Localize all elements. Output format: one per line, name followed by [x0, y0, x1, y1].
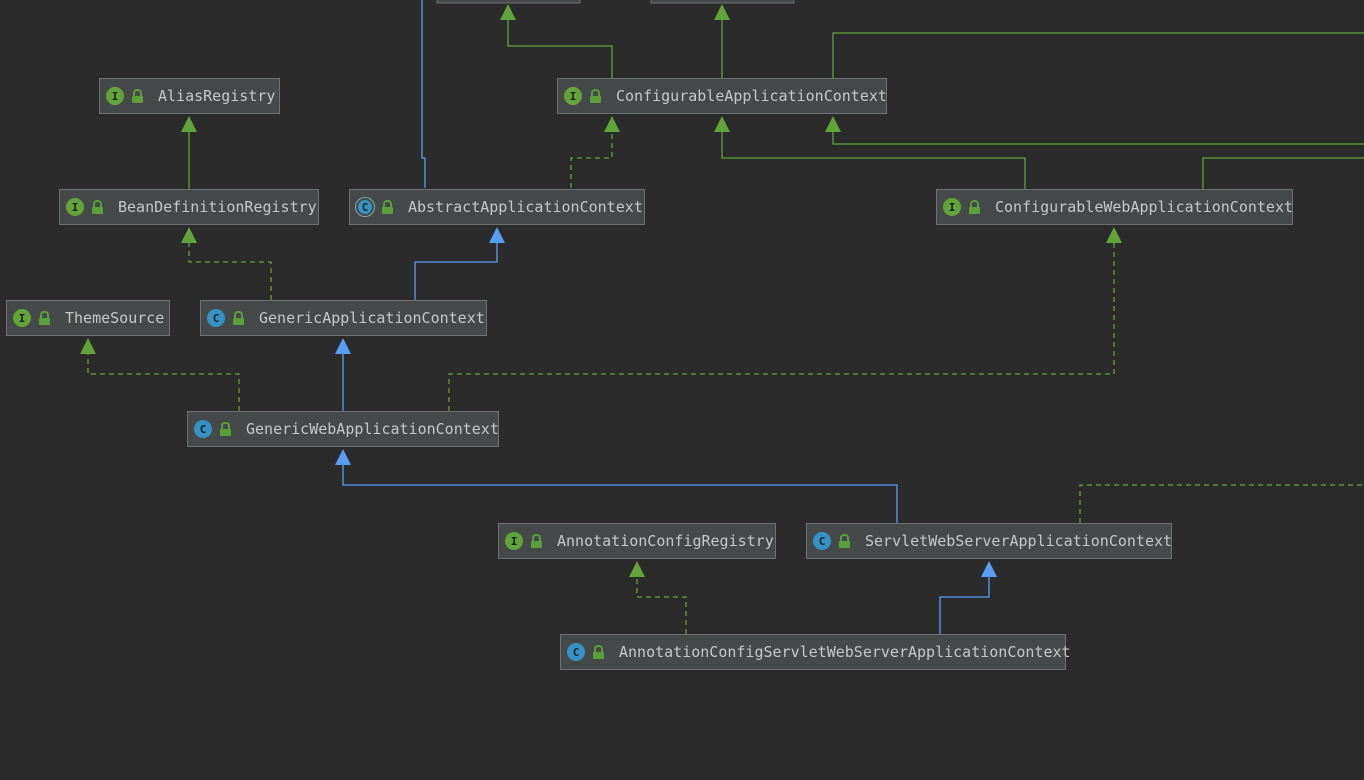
arrowhead [981, 561, 997, 577]
arrowhead [629, 561, 645, 577]
arrowhead [500, 4, 516, 20]
node-label: AliasRegistry [158, 87, 276, 105]
node-label: AnnotationConfigRegistry [557, 532, 774, 550]
node-abstract-application-context[interactable]: C AbstractApplicationContext [349, 189, 645, 225]
node-label: ThemeSource [65, 309, 165, 327]
node-configurable-application-context[interactable]: I ConfigurableApplicationContext [557, 78, 887, 114]
lock-icon [839, 534, 851, 548]
edge-annotservlet-to-servlet [939, 575, 990, 634]
arrowhead [181, 227, 197, 243]
edge-offscreen-to-configurable [832, 130, 1364, 145]
node-theme-source[interactable]: I ThemeSource [6, 300, 170, 336]
lock-icon [233, 311, 245, 325]
node-label: BeanDefinitionRegistry [118, 198, 317, 216]
interface-icon: I [943, 198, 961, 216]
interface-icon: I [505, 532, 523, 550]
arrowhead [714, 116, 730, 132]
node-label: GenericWebApplicationContext [246, 420, 499, 438]
arrowhead [80, 338, 96, 354]
edge-servlet-to-genericweb [342, 463, 898, 523]
partial-node-top-right [650, 0, 795, 4]
edge-genericweb-implements-configweb [448, 242, 1115, 411]
arrowhead [181, 116, 197, 132]
edge-generic-implements-bean [188, 242, 272, 300]
lock-icon [220, 422, 232, 436]
lock-icon [531, 534, 543, 548]
edge-configurable-to-topleft [507, 18, 613, 78]
arrowhead [335, 449, 351, 465]
arrowhead [604, 116, 620, 132]
node-servlet-web-server-application-context[interactable]: C ServletWebServerApplicationContext [806, 523, 1172, 559]
edge-abstract-implements-configurable [570, 130, 613, 188]
edge-configurable-offscreen-top [832, 32, 1364, 78]
node-configurable-web-application-context[interactable]: I ConfigurableWebApplicationContext [936, 189, 1293, 225]
node-generic-web-application-context[interactable]: C GenericWebApplicationContext [187, 411, 499, 447]
partial-node-top-left [436, 0, 581, 4]
arrowhead [489, 227, 505, 243]
node-bean-definition-registry[interactable]: I BeanDefinitionRegistry [59, 189, 319, 225]
edge-abstract-to-offscreen [421, 0, 426, 188]
class-icon: C [567, 643, 585, 661]
edge-generic-to-abstract [414, 240, 498, 300]
lock-icon [969, 200, 981, 214]
arrowhead [714, 4, 730, 20]
lock-icon [39, 311, 51, 325]
arrowhead [1106, 227, 1122, 243]
lock-icon [382, 200, 394, 214]
edge-configweb-offscreen [1202, 157, 1364, 189]
lock-icon [92, 200, 104, 214]
arrowhead [825, 116, 841, 132]
interface-icon: I [106, 87, 124, 105]
class-icon: C [813, 532, 831, 550]
abstract-class-icon: C [356, 198, 374, 216]
node-label: AnnotationConfigServletWebServerApplicat… [619, 643, 1071, 661]
lock-icon [593, 645, 605, 659]
node-alias-registry[interactable]: I AliasRegistry [99, 78, 280, 114]
node-generic-application-context[interactable]: C GenericApplicationContext [200, 300, 487, 336]
edge-servlet-implements-offscreen [1079, 484, 1364, 523]
node-annotation-config-registry[interactable]: I AnnotationConfigRegistry [498, 523, 776, 559]
node-label: ConfigurableApplicationContext [616, 87, 887, 105]
interface-icon: I [564, 87, 582, 105]
lock-icon [132, 89, 144, 103]
interface-icon: I [66, 198, 84, 216]
class-icon: C [207, 309, 225, 327]
node-label: ConfigurableWebApplicationContext [995, 198, 1294, 216]
class-icon: C [194, 420, 212, 438]
arrowhead [335, 338, 351, 354]
node-label: AbstractApplicationContext [408, 198, 643, 216]
node-annotation-config-servlet-web-server-application-context[interactable]: C AnnotationConfigServletWebServerApplic… [560, 634, 1071, 670]
node-label: ServletWebServerApplicationContext [865, 532, 1173, 550]
edge-annotservlet-implements-annotregistry [636, 576, 687, 634]
interface-icon: I [13, 309, 31, 327]
lock-icon [590, 89, 602, 103]
edge-configweb-to-configurable [721, 130, 1026, 189]
edge-genericweb-implements-theme [87, 354, 240, 411]
node-label: GenericApplicationContext [259, 309, 485, 327]
